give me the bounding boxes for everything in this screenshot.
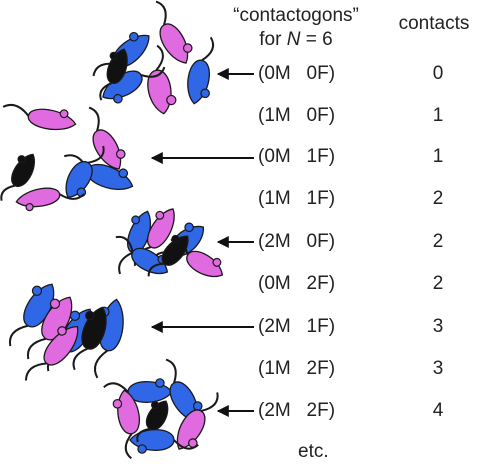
contact-count: 0 (432, 63, 444, 84)
contact-count: 4 (432, 400, 444, 421)
focal-mouse-icon (136, 400, 169, 443)
combination-row: (0M 1F) 1 (244, 143, 476, 171)
combination-label: (1M 1F) (258, 188, 336, 209)
contacts-header: contacts (398, 13, 470, 34)
female-mouse-icon (2, 104, 77, 131)
combination-label: (0M 1F) (258, 146, 336, 167)
male-mouse-icon (187, 36, 215, 105)
focal-mouse-icon (72, 306, 107, 371)
female-mouse-icon (88, 106, 126, 170)
female-mouse-icon (112, 389, 140, 460)
male-mouse-icon (63, 154, 134, 191)
combination-row: (0M 0F) 0 (244, 60, 476, 88)
subtitle-prefix: for (259, 29, 287, 50)
male-mouse-icon (129, 429, 199, 454)
contactogons-header: “contactogons” for N = 6 (228, 4, 364, 52)
contactogons-subtitle: for N = 6 (228, 28, 364, 52)
focal-mouse-icon (0, 153, 35, 201)
combination-row: (1M 2F) 3 (244, 355, 476, 383)
combination-row: (0M 2F) 2 (244, 270, 476, 298)
combination-label: (0M 0F) (258, 63, 336, 84)
female-mouse-icon (147, 44, 177, 115)
combination-label: (2M 2F) (258, 400, 336, 421)
combination-label: (2M 0F) (258, 231, 336, 252)
combination-row: (2M 1F) 3 (244, 313, 476, 341)
contact-count: 1 (432, 146, 444, 167)
female-mouse-icon (155, 0, 193, 64)
contact-count: 1 (432, 105, 444, 126)
focal-mouse-icon (147, 234, 189, 277)
combination-label: (1M 0F) (258, 105, 336, 126)
male-mouse-icon (103, 378, 173, 403)
male-mouse-icon (102, 66, 166, 104)
subtitle-variable: N (286, 29, 301, 50)
female-mouse-icon (15, 187, 85, 212)
female-mouse-icon (176, 392, 219, 450)
combination-row: (2M 0F) 2 (244, 228, 476, 256)
cluster-0m-1f (0, 104, 134, 212)
cluster-2m-1f (8, 283, 124, 381)
cluster-2m-0f (115, 208, 224, 278)
combination-label: (2M 1F) (258, 316, 336, 337)
etc-label: etc. (298, 441, 329, 462)
contact-count: 3 (432, 316, 444, 337)
combination-row: (1M 1F) 2 (244, 185, 476, 213)
subtitle-suffix: = 6 (300, 29, 333, 50)
contact-count: 3 (432, 358, 444, 379)
combination-label: (0M 2F) (258, 273, 336, 294)
combination-row: (2M 2F) 4 (244, 397, 476, 425)
cluster-0m-0f (92, 0, 215, 115)
contactogons-title: “contactogons” (233, 5, 359, 26)
focal-mouse-icon (99, 48, 128, 101)
combination-row: (1M 0F) 1 (244, 102, 476, 130)
combination-label: (1M 2F) (258, 358, 336, 379)
contact-count: 2 (432, 188, 444, 209)
contact-count: 2 (432, 273, 444, 294)
cluster-2m-2f (103, 358, 219, 460)
female-mouse-icon (24, 325, 79, 381)
contact-count: 2 (432, 231, 444, 252)
